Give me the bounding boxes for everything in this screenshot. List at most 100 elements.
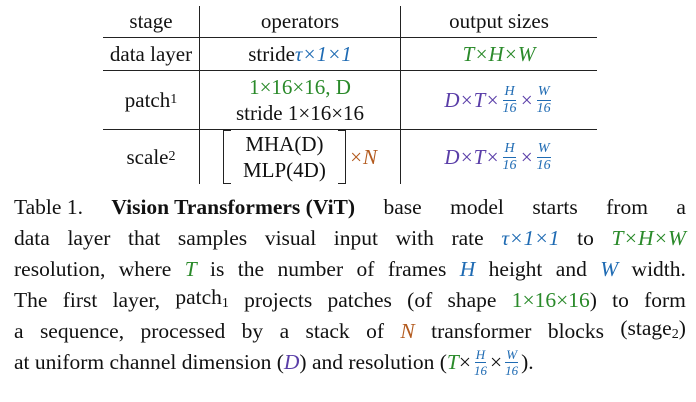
mlp-operator: MLP(4D)	[242, 158, 326, 182]
caption-line-4: The first layer, patch1 projects patches (of sh…	[14, 285, 686, 316]
caption-close-paren: )	[678, 316, 686, 340]
right-bracket	[337, 130, 346, 184]
caption-word: is	[210, 257, 225, 281]
vit-architecture-table: stage operators output sizes data layer …	[103, 6, 597, 184]
operators-scale: MHA(D) MLP(4D) ×N	[200, 130, 400, 184]
caption-word: stack	[305, 319, 350, 343]
row-rule-1	[103, 70, 597, 71]
caption-word: a	[14, 319, 24, 343]
caption-word: resolution,	[14, 257, 106, 281]
caption-word: from	[606, 195, 648, 219]
caption-word: N	[400, 319, 415, 343]
caption-word: input	[333, 226, 378, 250]
caption-word: (of	[407, 288, 433, 312]
caption-word: by	[241, 319, 264, 343]
operators-patch: 1×16×16, D stride 1×16×16	[200, 71, 400, 129]
header-output-sizes: output sizes	[449, 9, 549, 34]
caption-word: T	[184, 257, 197, 281]
caption-word: H	[459, 257, 476, 281]
caption-word: patches	[327, 288, 392, 312]
stride-label: stride	[248, 41, 295, 66]
caption-word: of	[356, 257, 375, 281]
left-bracket	[222, 130, 231, 184]
column-rule-2	[400, 6, 401, 184]
caption-word: visual	[264, 226, 317, 250]
stage-data-layer: data layer	[109, 41, 193, 66]
caption-word: sequence,	[39, 319, 125, 343]
caption-stage-word: (stage2)	[620, 316, 686, 342]
caption-word: transformer	[431, 319, 532, 343]
caption-line-6: at uniform channel dimension (D) and res…	[14, 347, 534, 378]
caption-stage-subscript: 2	[671, 327, 679, 342]
caption-word: to	[577, 226, 594, 250]
stride-value: τ×1×1	[294, 41, 352, 66]
header-stage: stage	[129, 9, 173, 34]
caption-table-label: Table 1.	[14, 195, 83, 219]
caption-word: layer	[67, 226, 111, 250]
caption-word: a	[676, 195, 686, 219]
caption-word: blocks	[547, 319, 604, 343]
caption-word: width.	[631, 257, 686, 281]
caption-patch-shape: 1×16×16)	[511, 288, 597, 312]
operators-data-layer: stride τ×1×1	[200, 38, 400, 70]
repeat-n: ×N	[348, 144, 378, 169]
caption-word: form	[644, 288, 686, 312]
header-operators: operators	[260, 9, 340, 34]
stage-scale-subscript: 2	[168, 149, 176, 165]
caption-word: of	[366, 319, 384, 343]
stage-patch-subscript: 1	[170, 92, 178, 108]
caption-bold-title: Vision Transformers (ViT)	[111, 195, 356, 219]
caption-word: rate	[451, 226, 484, 250]
caption-word: base	[383, 195, 422, 219]
caption-word: where	[118, 257, 172, 281]
caption-word: that	[128, 226, 161, 250]
caption-word: τ×1×1	[501, 226, 560, 250]
caption-word: first	[62, 288, 98, 312]
caption-word: the	[237, 257, 265, 281]
caption-word: starts	[532, 195, 578, 219]
caption-word: and	[555, 257, 587, 281]
patch-stride: stride 1×16×16	[235, 101, 365, 125]
caption-t: T	[446, 350, 459, 374]
caption-patch-word: patch1	[175, 285, 229, 311]
column-rule-1	[199, 6, 200, 184]
caption-word: shape	[447, 288, 497, 312]
caption-word: samples	[177, 226, 248, 250]
caption-word: data	[14, 226, 50, 250]
caption-word: T×H×W	[611, 226, 686, 250]
caption-word: The	[14, 288, 48, 312]
caption-word: with	[395, 226, 434, 250]
caption-word: processed	[140, 319, 226, 343]
caption-patch-subscript: 1	[221, 296, 229, 311]
caption-word: height	[488, 257, 543, 281]
header-rule	[103, 37, 597, 38]
caption-word: a	[279, 319, 290, 343]
caption-word: projects	[244, 288, 313, 312]
patch-kernel: 1×16×16, D	[249, 74, 351, 99]
caption-word: number	[277, 257, 344, 281]
caption-d: D	[283, 350, 300, 374]
mha-operator: MHA(D)	[245, 131, 324, 156]
caption-word: layer,	[112, 288, 161, 312]
caption-word: to	[612, 288, 629, 312]
row-rule-2	[103, 129, 597, 130]
output-data-layer: T×H×W	[462, 41, 536, 66]
caption-word: frames	[387, 257, 447, 281]
caption-word: W	[600, 257, 619, 281]
